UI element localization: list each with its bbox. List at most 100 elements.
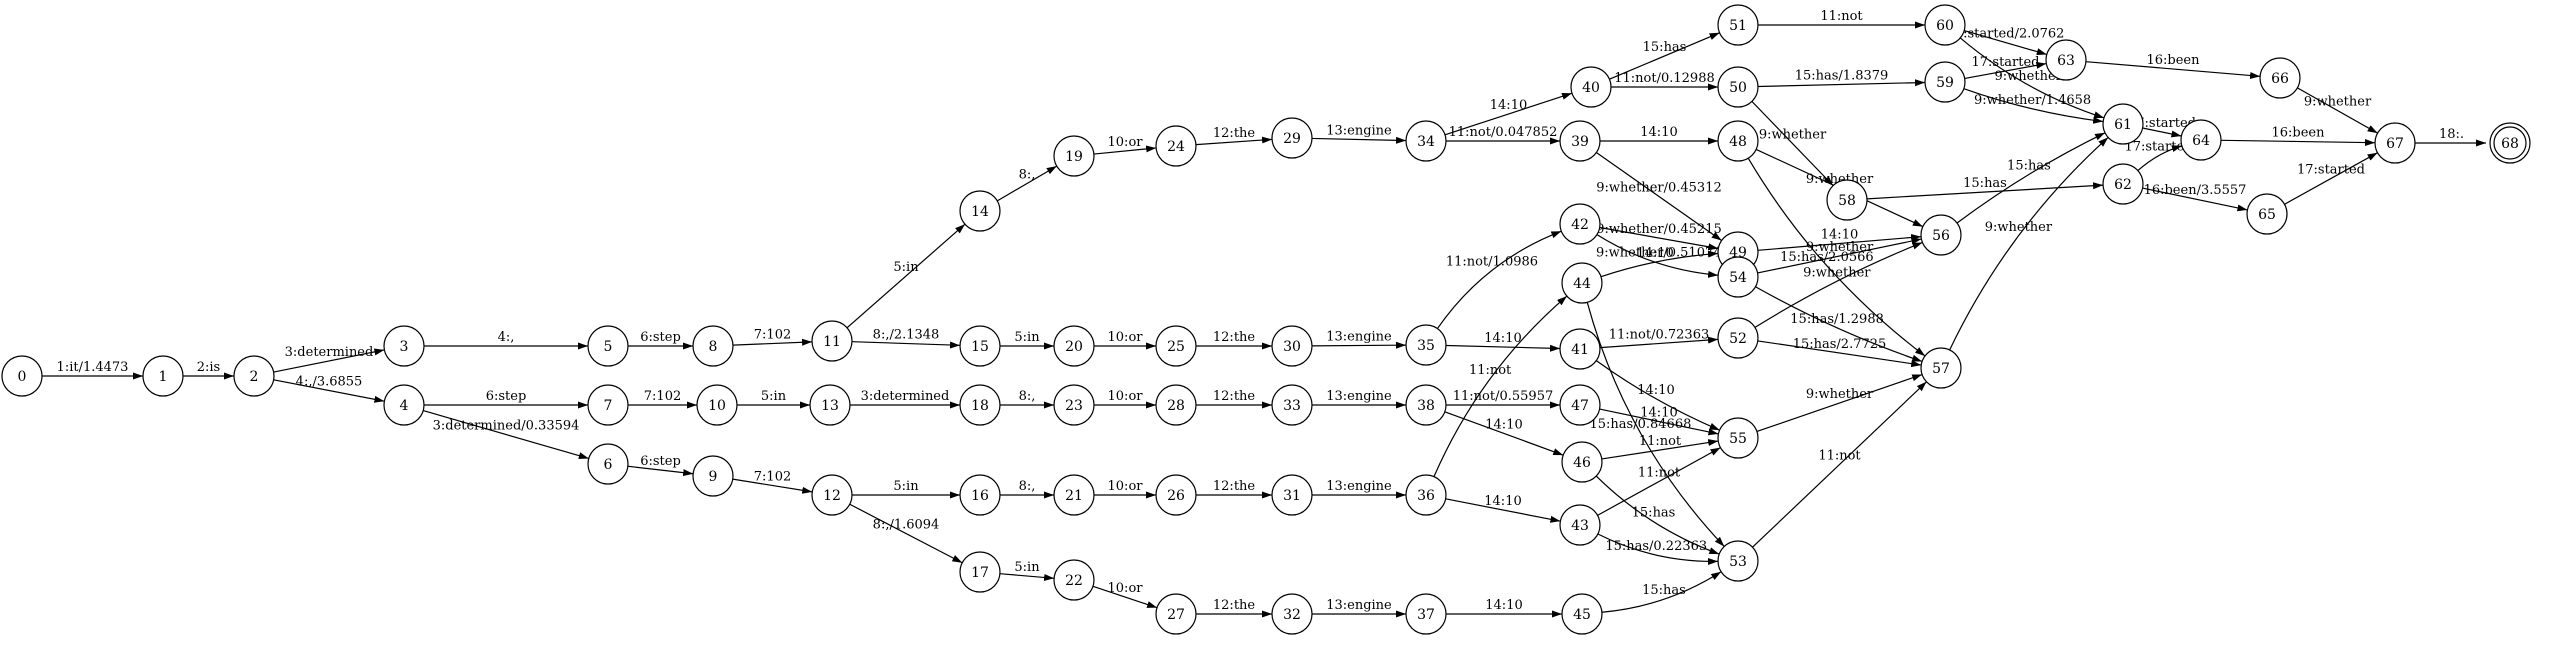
edge-11-to-15 <box>851 341 961 349</box>
edge-label-61-to-64: 17:started <box>2128 116 2196 131</box>
edge-label-47-to-55: 14:10 <box>1640 406 1677 421</box>
state-node-55: 55 <box>1717 417 1759 459</box>
edge-label-34-to-40: 14:10 <box>1490 98 1527 113</box>
state-node-58: 58 <box>1826 179 1868 221</box>
edge-label-11-to-15: 8:,/2.1348 <box>873 328 940 343</box>
edge-53-to-57 <box>1752 381 1927 548</box>
state-label: 63 <box>2057 53 2075 69</box>
state-node-68: 68 <box>2489 122 2531 164</box>
edge-4-to-6 <box>423 409 589 460</box>
state-circle <box>1405 324 1447 366</box>
state-label: 48 <box>1729 134 1747 150</box>
state-node-6: 6 <box>587 443 629 485</box>
edge-58-to-62 <box>1866 182 2104 200</box>
edge-19-to-24 <box>1093 145 1157 155</box>
state-label: 67 <box>2386 136 2404 152</box>
state-node-66: 66 <box>2259 57 2301 99</box>
state-label: 20 <box>1065 339 1083 355</box>
edge-62-to-65 <box>2142 187 2248 212</box>
state-label: 12 <box>823 488 841 504</box>
edge-label-14-to-19: 8:, <box>1019 168 1036 183</box>
state-label: 18 <box>971 398 989 414</box>
state-label: 52 <box>1729 331 1747 347</box>
state-label: 60 <box>1936 18 1954 34</box>
state-label: 62 <box>2114 177 2132 193</box>
state-label: 4 <box>400 398 409 414</box>
state-circle <box>811 474 853 516</box>
state-label: 24 <box>1167 139 1185 155</box>
edge-label-21-to-26: 10:or <box>1108 479 1144 494</box>
state-label: 1 <box>159 369 168 385</box>
state-label: 61 <box>2114 117 2132 133</box>
edge-40-to-51 <box>1609 32 1720 80</box>
edge-label-13-to-18: 3:determined <box>861 389 950 404</box>
edge-label-65-to-67: 17:started <box>2297 163 2365 178</box>
edge-label-12-to-16: 5:in <box>893 479 919 494</box>
state-circle <box>2045 39 2087 81</box>
state-node-43: 43 <box>1559 504 1601 546</box>
state-circle <box>1717 417 1759 459</box>
state-circle <box>1271 593 1313 635</box>
state-node-12: 12 <box>811 474 853 516</box>
state-label: 8 <box>709 339 718 355</box>
state-label: 6 <box>604 457 613 473</box>
edge-60-to-63 <box>1964 29 2047 56</box>
state-node-21: 21 <box>1053 474 1095 516</box>
state-node-41: 41 <box>1559 328 1601 370</box>
edge-label-31-to-36: 13:engine <box>1326 479 1392 494</box>
state-label: 66 <box>2271 71 2289 87</box>
edge-label-1-to-2: 2:is <box>197 360 220 375</box>
state-circle <box>696 384 738 426</box>
state-node-47: 47 <box>1559 384 1601 426</box>
edge-54-to-56 <box>1757 237 1922 274</box>
state-label: 64 <box>2192 133 2210 149</box>
edge-label-26-to-31: 12:the <box>1213 479 1256 494</box>
state-circle <box>1405 120 1447 162</box>
edge-label-23-to-28: 10:or <box>1108 389 1144 404</box>
edge-34-to-40 <box>1444 92 1573 136</box>
edge-64-to-67 <box>2220 139 2376 147</box>
state-circle <box>2374 122 2416 164</box>
state-circle <box>1559 504 1601 546</box>
state-label: 16 <box>971 488 989 504</box>
edge-label-28-to-33: 12:the <box>1213 389 1256 404</box>
state-circle <box>1155 474 1197 516</box>
state-node-28: 28 <box>1155 384 1197 426</box>
state-circle <box>1570 66 1612 108</box>
state-label: 34 <box>1417 134 1435 150</box>
edge-label-6-to-9: 6:step <box>640 454 681 469</box>
state-node-7: 7 <box>587 384 629 426</box>
state-node-52: 52 <box>1717 317 1759 359</box>
state-node-9: 9 <box>692 455 734 497</box>
state-label: 68 <box>2501 136 2519 152</box>
edge-2-to-4 <box>273 379 385 403</box>
state-node-46: 46 <box>1561 441 1603 483</box>
state-label: 50 <box>1729 80 1747 96</box>
state-label: 36 <box>1417 488 1435 504</box>
state-node-64: 64 <box>2180 119 2222 161</box>
edge-label-5-to-8: 6:step <box>640 330 681 345</box>
state-label: 14 <box>971 204 989 220</box>
edge-label-60-to-61: 9:whether <box>1995 69 2063 84</box>
state-label: 11 <box>823 334 841 350</box>
state-circle <box>1405 593 1447 635</box>
state-label: 37 <box>1417 607 1435 623</box>
state-node-25: 25 <box>1155 325 1197 367</box>
state-label: 51 <box>1729 18 1747 34</box>
state-circle <box>692 455 734 497</box>
state-node-14: 14 <box>959 190 1001 232</box>
state-circle <box>2102 103 2144 145</box>
state-label: 17 <box>971 565 989 581</box>
edge-36-to-44 <box>1433 295 1568 477</box>
state-label: 43 <box>1571 518 1589 534</box>
state-node-8: 8 <box>692 325 734 367</box>
state-node-37: 37 <box>1405 593 1447 635</box>
state-circle <box>1561 262 1603 304</box>
edge-29-to-34 <box>1311 136 1407 144</box>
edge-label-16-to-21: 8:, <box>1019 479 1036 494</box>
state-circle <box>1053 474 1095 516</box>
edge-44-to-49 <box>1600 250 1719 278</box>
state-label: 31 <box>1283 488 1301 504</box>
edge-label-52-to-56: 9:whether <box>1803 265 1871 280</box>
edge-52-to-57 <box>1757 340 1922 368</box>
